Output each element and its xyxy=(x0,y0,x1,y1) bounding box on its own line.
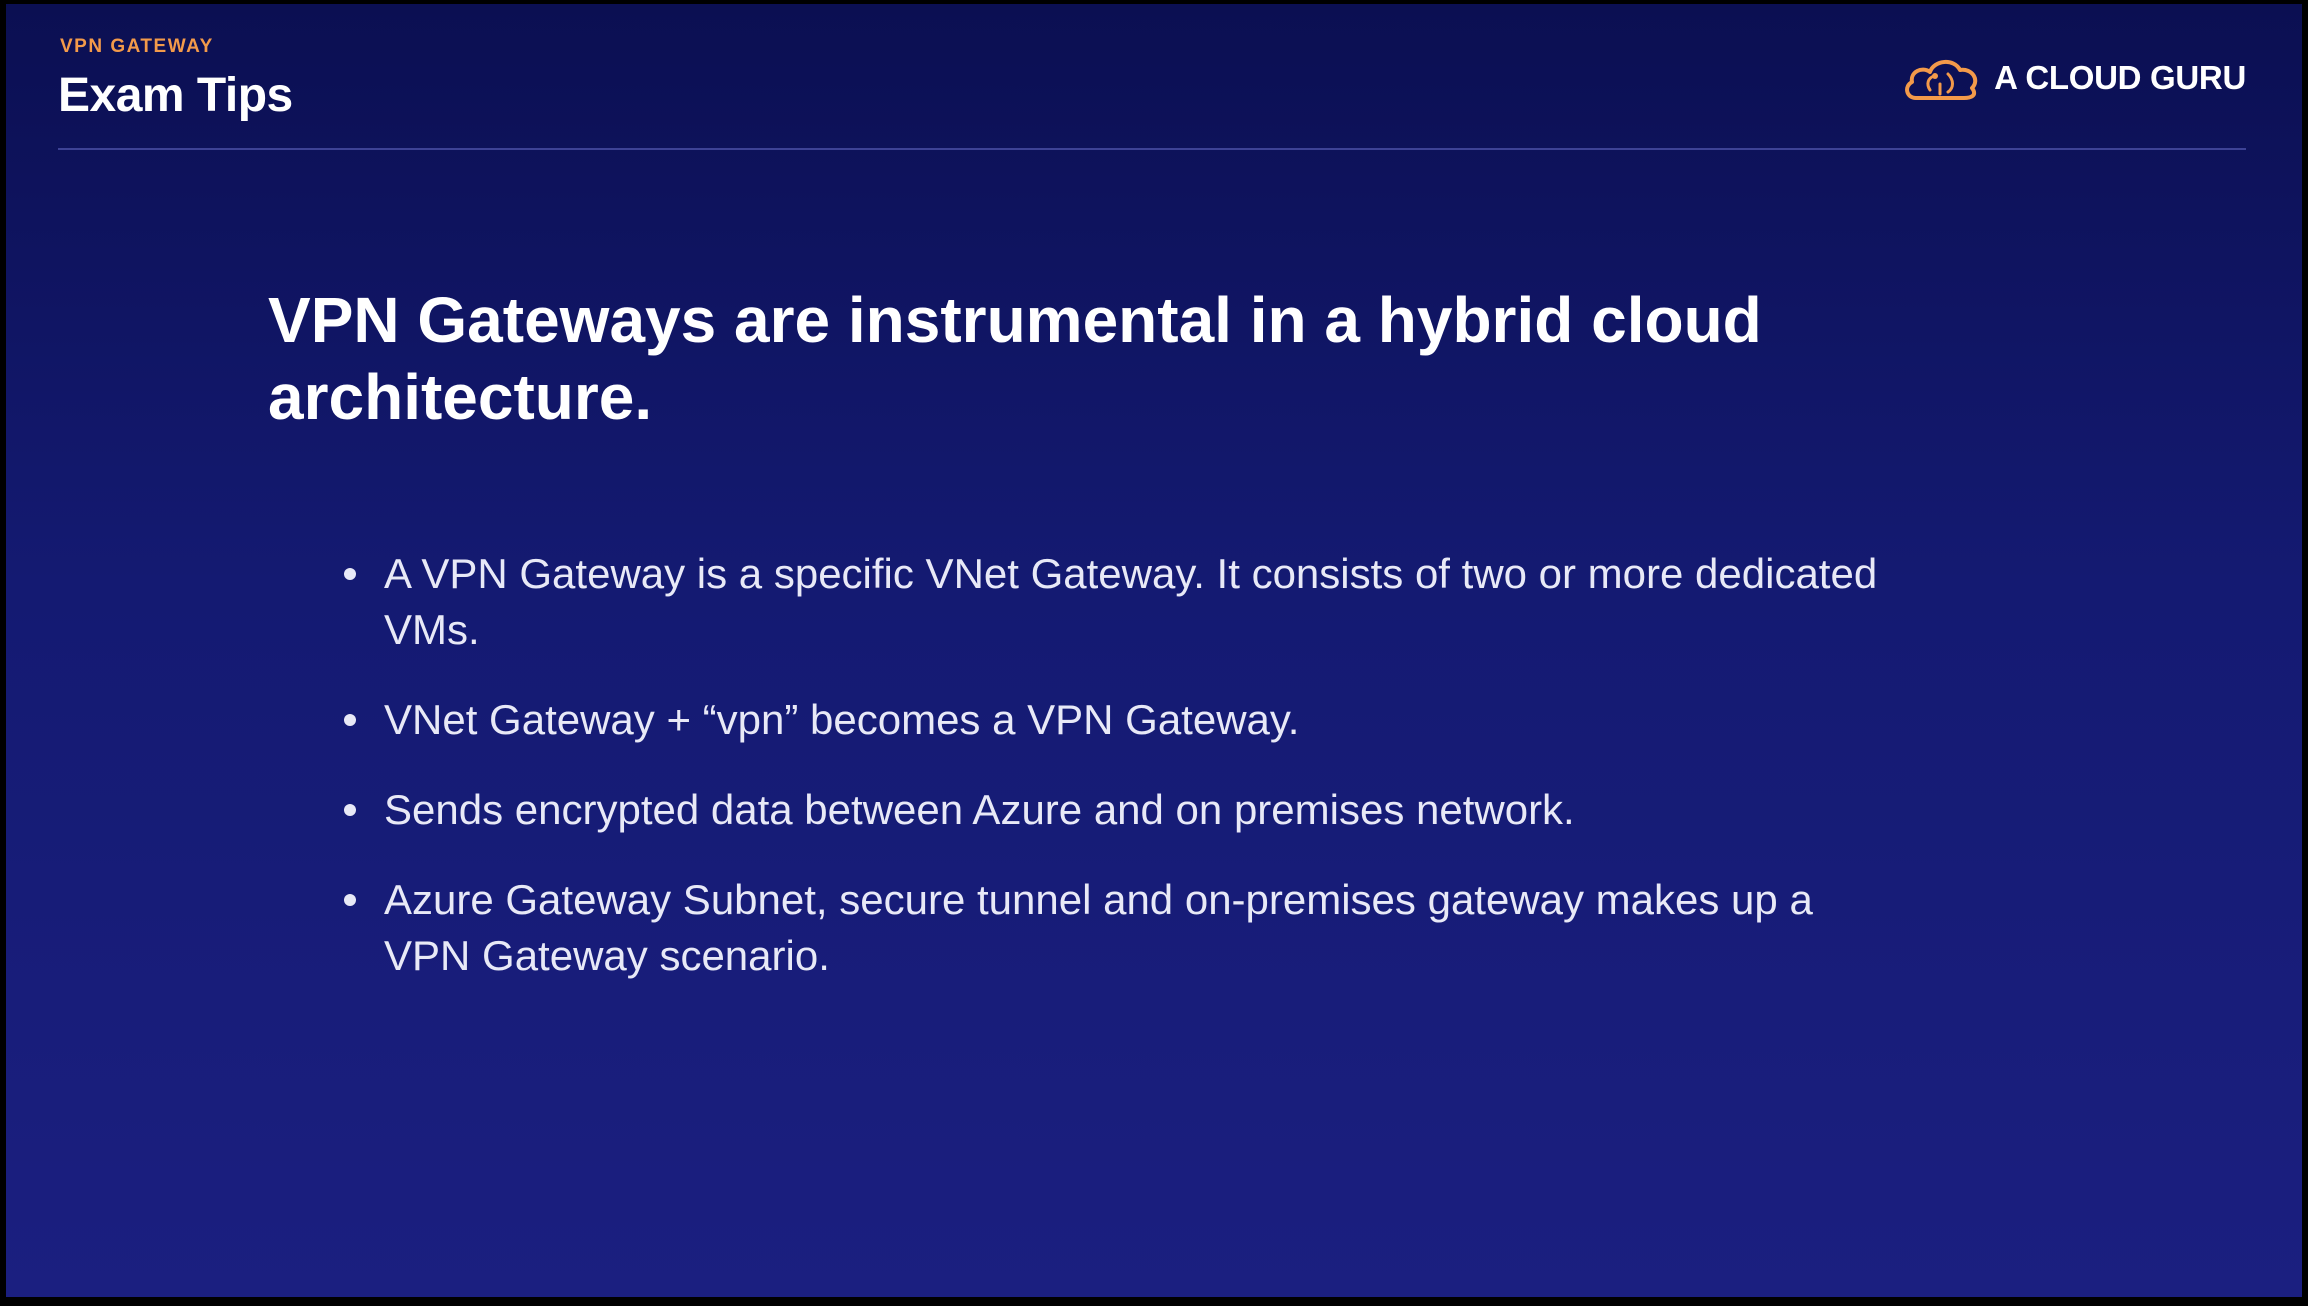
list-item: VNet Gateway + “vpn” becomes a VPN Gatew… xyxy=(340,692,1900,748)
bullet-text: Sends encrypted data between Azure and o… xyxy=(384,786,1575,833)
bullet-icon xyxy=(344,714,356,726)
bullet-text: VNet Gateway + “vpn” becomes a VPN Gatew… xyxy=(384,696,1300,743)
bullet-icon xyxy=(344,804,356,816)
list-item: Sends encrypted data between Azure and o… xyxy=(340,782,1900,838)
bullet-icon xyxy=(344,568,356,580)
bullet-text: A VPN Gateway is a specific VNet Gateway… xyxy=(384,550,1878,653)
bullet-list: A VPN Gateway is a specific VNet Gateway… xyxy=(340,546,1900,1018)
slide-headline: VPN Gateways are instrumental in a hybri… xyxy=(268,284,1762,433)
list-item: A VPN Gateway is a specific VNet Gateway… xyxy=(340,546,1900,658)
cloud-icon xyxy=(1902,54,1980,102)
bullet-text: Azure Gateway Subnet, secure tunnel and … xyxy=(384,876,1813,979)
brand-name: A CLOUD GURU xyxy=(1994,59,2246,96)
slide: VPN GATEWAY Exam Tips A CLOUD GURU VPN G… xyxy=(6,4,2302,1297)
page-title: Exam Tips xyxy=(58,69,293,122)
list-item: Azure Gateway Subnet, secure tunnel and … xyxy=(340,872,1900,984)
bullet-icon xyxy=(344,894,356,906)
header-divider xyxy=(58,148,2246,150)
brand-logo: A CLOUD GURU xyxy=(1902,54,2246,102)
section-label: VPN GATEWAY xyxy=(60,36,214,57)
